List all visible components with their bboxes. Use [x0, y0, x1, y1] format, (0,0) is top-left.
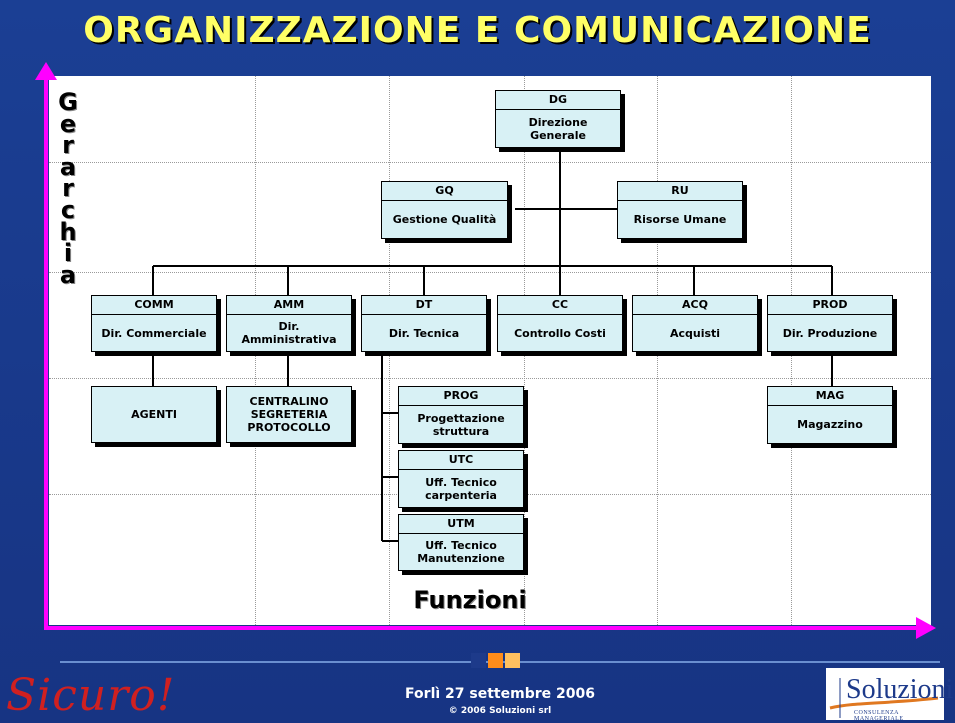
soluzioni-logo-text: Soluzioni: [846, 674, 954, 705]
org-name-line: Progettazione: [417, 411, 505, 425]
axis-label-letter: a: [59, 260, 77, 289]
org-box-utc: UTC Uff. Tecnico carpenteria: [398, 450, 524, 508]
org-code: PROG: [399, 387, 523, 406]
org-name: Dir. Produzione: [782, 326, 878, 340]
org-name: Gestione Qualità: [392, 213, 497, 226]
org-box-gq: GQ Gestione Qualità: [381, 181, 508, 239]
axis-label-letter: r: [62, 174, 74, 203]
axis-label-letter: e: [59, 109, 77, 138]
square-icon: [471, 653, 486, 668]
org-code: AMM: [227, 296, 351, 315]
org-name-line: CENTRALINO: [249, 395, 329, 408]
grid-line: [49, 162, 931, 163]
axis-label-letter: i: [63, 239, 73, 268]
org-box-agenti: AGENTI: [91, 386, 217, 443]
org-code: RU: [618, 182, 742, 201]
axis-label-letter: a: [59, 152, 77, 181]
org-code: UTC: [399, 451, 523, 470]
org-name: Direzione Generale: [528, 115, 588, 142]
org-code: PROD: [768, 296, 892, 315]
org-code: CC: [498, 296, 622, 315]
org-name: Risorse Umane: [633, 213, 727, 226]
org-name: Dir. Amministrativa: [241, 320, 337, 346]
org-name: AGENTI: [131, 408, 177, 421]
org-name-line: carpenteria: [425, 488, 497, 502]
org-name: Uff. Tecnico Manutenzione: [399, 534, 523, 570]
logo-swoosh-icon: [829, 678, 939, 718]
slide-title: ORGANIZZAZIONE E COMUNICAZIONE: [83, 10, 872, 51]
org-name-line: PROTOCOLLO: [247, 421, 331, 434]
org-box-mag: MAG Magazzino: [767, 386, 893, 444]
square-icon: [488, 653, 503, 668]
soluzioni-logo-subtext: CONSULENZA MANAGERIALE: [854, 710, 904, 722]
org-name: Progettazione struttura: [399, 406, 523, 443]
org-name: CENTRALINO SEGRETERIA PROTOCOLLO: [227, 387, 351, 442]
org-name-line: SEGRETERIA: [250, 408, 328, 421]
org-code: DT: [362, 296, 486, 315]
horizontal-axis-arrowhead: [916, 617, 936, 639]
footer-copyright: © 2006 Soluzioni srl: [448, 706, 552, 716]
org-name: Acquisti: [669, 326, 721, 340]
org-box-prod: PROD Dir. Produzione: [767, 295, 893, 352]
org-box-utm: UTM Uff. Tecnico Manutenzione: [398, 514, 524, 571]
org-box-dg: DG Direzione Generale: [495, 90, 621, 148]
org-box-prog: PROG Progettazione struttura: [398, 386, 524, 444]
grid-line: [49, 378, 931, 379]
org-name: Controllo Costi: [514, 326, 606, 340]
axis-label-letter: h: [59, 217, 77, 246]
org-box-ru: RU Risorse Umane: [617, 181, 743, 239]
org-name-line: Uff. Tecnico: [425, 475, 497, 489]
org-name-line: struttura: [432, 424, 490, 438]
org-name: Dir. Commerciale: [101, 326, 207, 340]
square-icon: [505, 653, 520, 668]
org-box-comm: COMM Dir. Commerciale: [91, 295, 217, 352]
soluzioni-logo: Soluzioni CONSULENZA MANAGERIALE: [826, 668, 953, 722]
axis-label-letter: c: [60, 195, 76, 224]
org-box-dt: DT Dir. Tecnica: [361, 295, 487, 352]
org-box-amm: AMM Dir. Amministrativa: [226, 295, 352, 352]
vertical-axis-arrowhead: [35, 62, 57, 80]
org-name: Uff. Tecnico carpenteria: [399, 470, 523, 507]
org-name-line: Uff. Tecnico: [425, 539, 497, 552]
org-code: GQ: [382, 182, 507, 201]
axis-label-letter: r: [62, 131, 74, 160]
org-code: UTM: [399, 515, 523, 534]
org-code: ACQ: [633, 296, 757, 315]
decorative-squares: [471, 653, 522, 672]
org-name-line: Manutenzione: [417, 552, 505, 565]
axis-label-horizontal: Funzioni: [413, 586, 527, 614]
org-box-centralino: CENTRALINO SEGRETERIA PROTOCOLLO: [226, 386, 352, 443]
org-name: Magazzino: [797, 418, 863, 431]
org-box-acq: ACQ Acquisti: [632, 295, 758, 352]
sicuro-logo: Sicuro!: [6, 670, 176, 721]
org-code: DG: [496, 91, 620, 110]
org-box-cc: CC Controllo Costi: [497, 295, 623, 352]
footer-date: Forlì 27 settembre 2006: [405, 686, 595, 702]
org-code: COMM: [92, 296, 216, 315]
org-name: Dir. Tecnica: [388, 326, 460, 340]
axis-label-letter: G: [58, 88, 78, 116]
grid-line: [49, 272, 931, 273]
org-code: MAG: [768, 387, 892, 406]
